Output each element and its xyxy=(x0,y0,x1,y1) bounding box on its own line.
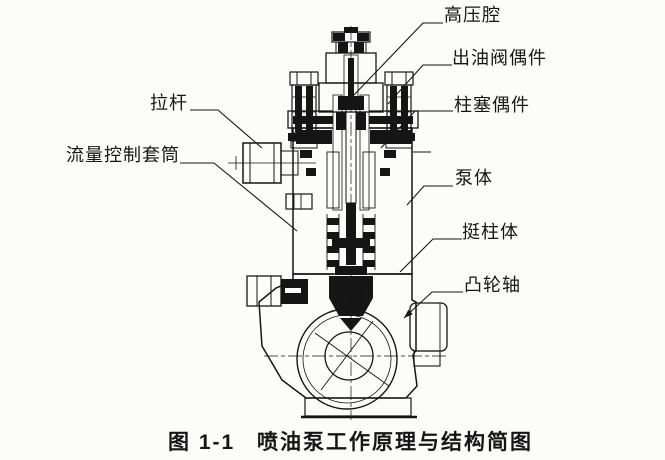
leader-pump-body xyxy=(406,185,453,206)
leader-plunger-assembly xyxy=(380,110,453,149)
right-fitting xyxy=(409,302,448,367)
leader-camshaft xyxy=(403,291,463,319)
cam-cross-lines xyxy=(314,320,390,391)
leader-high-pressure-chamber xyxy=(351,22,443,98)
center-lines xyxy=(264,26,449,420)
label-tappet-body: 挺柱体 xyxy=(462,222,519,242)
part-labels: 高压腔 出油阀偶件 柱塞偶件 拉杆 流量控制套筒 泵体 挺柱体 凸轮轴 xyxy=(66,5,547,295)
base-plate xyxy=(301,397,417,419)
figure-caption: 图 1-1 喷油泵工作原理与结构简图 xyxy=(168,430,533,454)
leader-tappet-body xyxy=(399,238,462,273)
leader-flow-control-sleeve xyxy=(180,162,298,232)
plunger-barrel xyxy=(332,94,370,211)
label-camshaft: 凸轮轴 xyxy=(464,275,521,295)
label-delivery-valve-assembly: 出油阀偶件 xyxy=(452,48,547,68)
side-plug xyxy=(246,275,308,307)
pull-rod xyxy=(228,142,316,184)
label-high-pressure-chamber: 高压腔 xyxy=(444,5,501,25)
leader-arrowhead xyxy=(404,309,413,318)
leader-lines xyxy=(180,22,463,319)
label-flow-control-sleeve: 流量控制套筒 xyxy=(66,145,180,165)
leader-pull-rod xyxy=(190,109,263,149)
caption-number: 图 1-1 xyxy=(168,431,235,454)
label-pump-body: 泵体 xyxy=(455,168,493,188)
leader-delivery-valve-assembly xyxy=(387,64,452,105)
caption-title: 喷油泵工作原理与结构简图 xyxy=(257,430,533,454)
label-pull-rod: 拉杆 xyxy=(150,93,188,113)
label-plunger-assembly: 柱塞偶件 xyxy=(454,95,530,115)
stop-screw xyxy=(285,193,313,210)
